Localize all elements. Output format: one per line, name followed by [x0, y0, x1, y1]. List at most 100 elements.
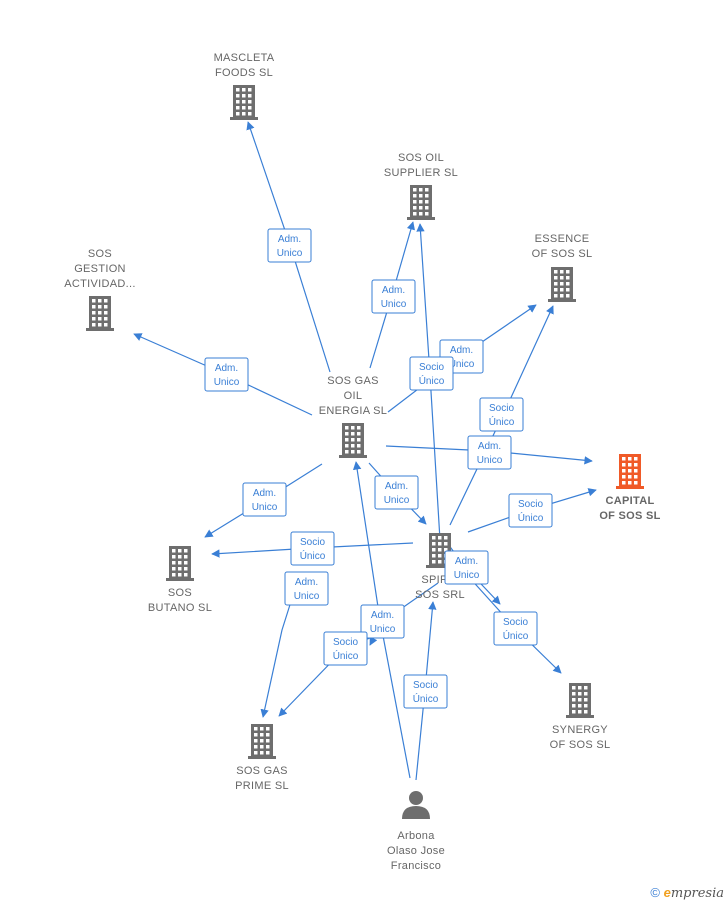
- edge-label-e3[interactable]: Adm. Unico: [204, 357, 249, 392]
- node-label-sosgestion: GESTION: [74, 263, 126, 275]
- edge-label-text: Adm.: [478, 441, 501, 452]
- person-icon: [402, 791, 430, 819]
- node-label-capital: CAPITAL: [606, 495, 655, 507]
- edge-layer: [133, 121, 597, 781]
- edge-label-text: Único: [413, 692, 439, 705]
- edge-label-text: Unico: [252, 502, 278, 513]
- edge-label-text: Unico: [294, 591, 320, 602]
- edge-label-text: Adm.: [385, 481, 408, 492]
- node-label-mascleta: FOODS SL: [215, 67, 273, 79]
- edge-label-text: Único: [300, 549, 326, 562]
- edge-label-e2[interactable]: Adm. Unico: [371, 279, 416, 314]
- brand-footer: © empresia: [650, 885, 724, 901]
- node-label-mascleta: MASCLETA: [214, 52, 275, 64]
- node-label-sosbutano: BUTANO SL: [148, 602, 212, 614]
- edge-label-e10[interactable]: Adm. Unico: [242, 482, 287, 517]
- edge-label-text: Unico: [449, 359, 475, 370]
- building-icon: [616, 454, 644, 489]
- edge-label-text: Socio: [419, 362, 444, 373]
- building-icon: [86, 296, 114, 331]
- edge-label-text: Unico: [381, 299, 407, 310]
- edge-label-text: Socio: [333, 637, 358, 648]
- node-label-sosgestion: SOS: [88, 248, 112, 260]
- node-sosgasprime[interactable]: SOS GAS PRIME SL: [235, 724, 289, 792]
- edge-label-text: Unico: [370, 624, 396, 635]
- edge-label-text: Socio: [489, 403, 514, 414]
- building-icon: [407, 185, 435, 220]
- node-synergy[interactable]: SYNERGY OF SOS SL: [550, 683, 611, 751]
- node-label-arbona: Arbona: [397, 830, 435, 842]
- node-sosbutano[interactable]: SOS BUTANO SL: [148, 546, 212, 614]
- node-label-capital: OF SOS SL: [599, 510, 660, 522]
- node-label-sosgestion: ACTIVIDAD...: [64, 278, 135, 290]
- building-icon: [548, 267, 576, 302]
- edge-label-text: Socio: [518, 499, 543, 510]
- edge-label-text: Adm.: [382, 285, 405, 296]
- node-label-sosgasprime: SOS GAS: [236, 765, 288, 777]
- node-label-essence: OF SOS SL: [532, 248, 593, 260]
- building-icon: [339, 423, 367, 458]
- edge-label-text: Socio: [300, 537, 325, 548]
- node-label-spirit: SOS SRL: [415, 589, 465, 601]
- building-icon: [248, 724, 276, 759]
- node-label-sosoil: SUPPLIER SL: [384, 167, 458, 179]
- edge-label-text: Unico: [214, 377, 240, 388]
- edge-label-layer: Adm.UnicoAdm.UnicoAdm.UnicoAdm.UnicoSoci…: [204, 228, 553, 709]
- node-label-sosgasprime: PRIME SL: [235, 780, 289, 792]
- edge-label-text: Socio: [413, 680, 438, 691]
- edge-label-text: Adm.: [295, 577, 318, 588]
- edge-label-text: Único: [503, 629, 529, 642]
- edge-label-text: Unico: [384, 495, 410, 506]
- edge-label-e12[interactable]: Adm. Unico: [444, 550, 489, 585]
- building-icon: [166, 546, 194, 581]
- edge-label-e13[interactable]: Adm. Unico: [284, 571, 329, 606]
- node-label-essence: ESSENCE: [535, 233, 590, 245]
- edge-label-text: Adm.: [253, 488, 276, 499]
- edge-label-text: Adm.: [371, 610, 394, 621]
- brand-logo-initial: e: [663, 885, 671, 900]
- node-label-arbona: Francisco: [391, 860, 441, 872]
- node-label-synergy: SYNERGY: [552, 724, 608, 736]
- edge-label-text: Unico: [454, 570, 480, 581]
- node-label-synergy: OF SOS SL: [550, 739, 611, 751]
- edge-label-text: Adm.: [455, 556, 478, 567]
- edge-label-text: Adm.: [450, 345, 473, 356]
- node-label-sosoil: SOS OIL: [398, 152, 444, 164]
- node-capital[interactable]: CAPITAL OF SOS SL: [599, 454, 660, 522]
- node-sosgestion[interactable]: SOS GESTION ACTIVIDAD...: [64, 248, 135, 331]
- node-label-sosbutano: SOS: [168, 587, 192, 599]
- node-sosgas[interactable]: SOS GAS OIL ENERGIA SL: [319, 375, 387, 458]
- edge-label-text: Unico: [277, 248, 303, 259]
- edge-label-text: Adm.: [278, 234, 301, 245]
- edge-label-text: Adm.: [215, 363, 238, 374]
- edge-label-text: Socio: [503, 617, 528, 628]
- edge-label-text: Único: [419, 374, 445, 387]
- edge-label-text: Único: [518, 511, 544, 524]
- node-label-sosgas: OIL: [344, 390, 363, 402]
- edge-label-e8[interactable]: Adm. Unico: [374, 475, 419, 510]
- edge-label-text: Único: [333, 649, 359, 662]
- node-layer: MASCLETA FOODS SL SOS OIL SUPPLIER SL SOS GES…: [64, 52, 660, 872]
- node-label-sosgas: SOS GAS: [327, 375, 379, 387]
- node-mascleta[interactable]: MASCLETA FOODS SL: [214, 52, 275, 120]
- edge-label-e7[interactable]: Adm.Unico: [467, 435, 512, 470]
- edge-label-e15[interactable]: Adm. Unico: [360, 604, 405, 639]
- edge-label-e1[interactable]: Adm. Unico: [267, 228, 312, 263]
- building-icon: [230, 85, 258, 120]
- node-essence[interactable]: ESSENCE OF SOS SL: [532, 233, 593, 302]
- edge-label-text: Único: [489, 415, 515, 428]
- building-icon: [566, 683, 594, 718]
- node-label-sosgas: ENERGIA SL: [319, 405, 387, 417]
- brand-logo-text: mpresia: [670, 886, 724, 901]
- node-sosoil[interactable]: SOS OIL SUPPLIER SL: [384, 152, 458, 220]
- copyright-icon: ©: [650, 885, 660, 900]
